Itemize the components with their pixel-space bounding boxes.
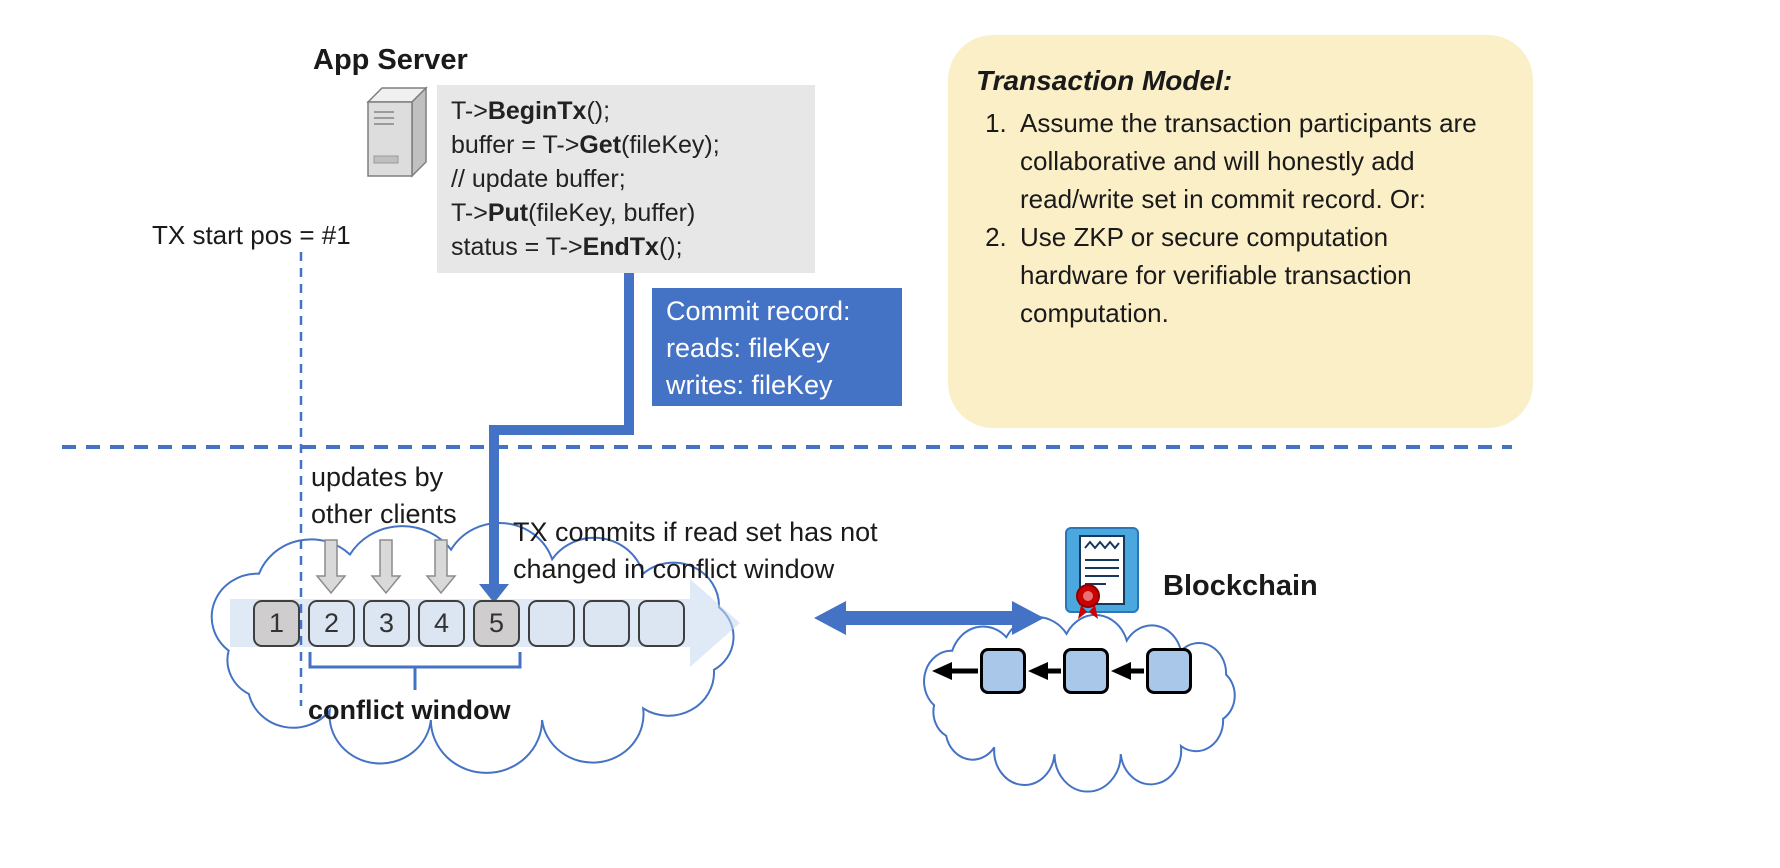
app-server-title: App Server (313, 44, 468, 76)
conflict-window-bracket (308, 652, 522, 690)
code-text: T-> (451, 97, 488, 125)
chain-block (1063, 648, 1109, 694)
code-text: (fileKey, buffer) (528, 199, 696, 227)
code-text: (fileKey); (621, 131, 720, 159)
update-arrow-icon (425, 539, 457, 595)
tx-commits-label: TX commits if read set has not changed i… (513, 517, 878, 584)
code-line: // update buffer; (451, 162, 815, 196)
code-text: (); (658, 233, 683, 261)
update-arrow-icon (315, 539, 347, 595)
timeline-block-4: 4 (418, 600, 465, 647)
code-keyword: Get (579, 131, 622, 159)
transaction-code-box: T->BeginTx(); buffer = T->Get(fileKey); … (437, 85, 815, 273)
commit-record-reads: reads: fileKey (666, 333, 830, 363)
update-arrow-icon (370, 539, 402, 595)
sync-double-arrow (814, 601, 1044, 635)
blockchain-label: Blockchain (1163, 570, 1318, 602)
updates-by-other-clients-label: updates by other clients (311, 462, 457, 529)
code-text: buffer = T-> (451, 131, 580, 159)
transaction-model-note: Transaction Model: Assume the transactio… (948, 35, 1533, 428)
code-line: buffer = T->Get(fileKey); (451, 128, 815, 162)
commit-record-box: Commit record: reads: fileKey writes: fi… (652, 288, 902, 406)
timeline-block-5: 5 (473, 600, 520, 647)
tx-start-pos-label: TX start pos = #1 (152, 220, 351, 250)
code-keyword: EndTx (582, 233, 659, 261)
update-arrows (315, 539, 457, 595)
chain-block (1146, 648, 1192, 694)
commit-record-title: Commit record: (666, 296, 851, 326)
code-text: T-> (451, 199, 488, 227)
timeline-block-8 (638, 600, 685, 647)
note-item: Use ZKP or secure computation hardware f… (1014, 219, 1499, 333)
chain-block (980, 648, 1026, 694)
server-tower-icon (366, 86, 428, 178)
blockchain-certificate-icon (1065, 527, 1139, 619)
commit-flow-arrow (479, 272, 634, 603)
code-line: T->Put(fileKey, buffer) (451, 196, 815, 230)
timeline-block-7 (583, 600, 630, 647)
note-item: Assume the transaction participants are … (1014, 105, 1499, 219)
code-line: status = T->EndTx(); (451, 230, 815, 264)
code-text: // update buffer; (451, 165, 626, 193)
commit-record-writes: writes: fileKey (666, 370, 833, 400)
timeline-block-6 (528, 600, 575, 647)
conflict-window-label: conflict window (308, 695, 511, 725)
blockchain-cloud (924, 615, 1235, 792)
note-list: Assume the transaction participants are … (976, 105, 1499, 333)
timeline-block-1: 1 (253, 600, 300, 647)
timeline-cloud (212, 523, 734, 773)
timeline-block-2: 2 (308, 600, 355, 647)
code-line: T->BeginTx(); (451, 94, 815, 128)
timeline-block-3: 3 (363, 600, 410, 647)
chain-link-arrows (932, 662, 1144, 680)
code-text: status = T-> (451, 233, 583, 261)
code-text: (); (586, 97, 611, 125)
note-title: Transaction Model: (976, 65, 1233, 96)
code-keyword: Put (487, 199, 529, 227)
code-keyword: BeginTx (487, 97, 587, 125)
